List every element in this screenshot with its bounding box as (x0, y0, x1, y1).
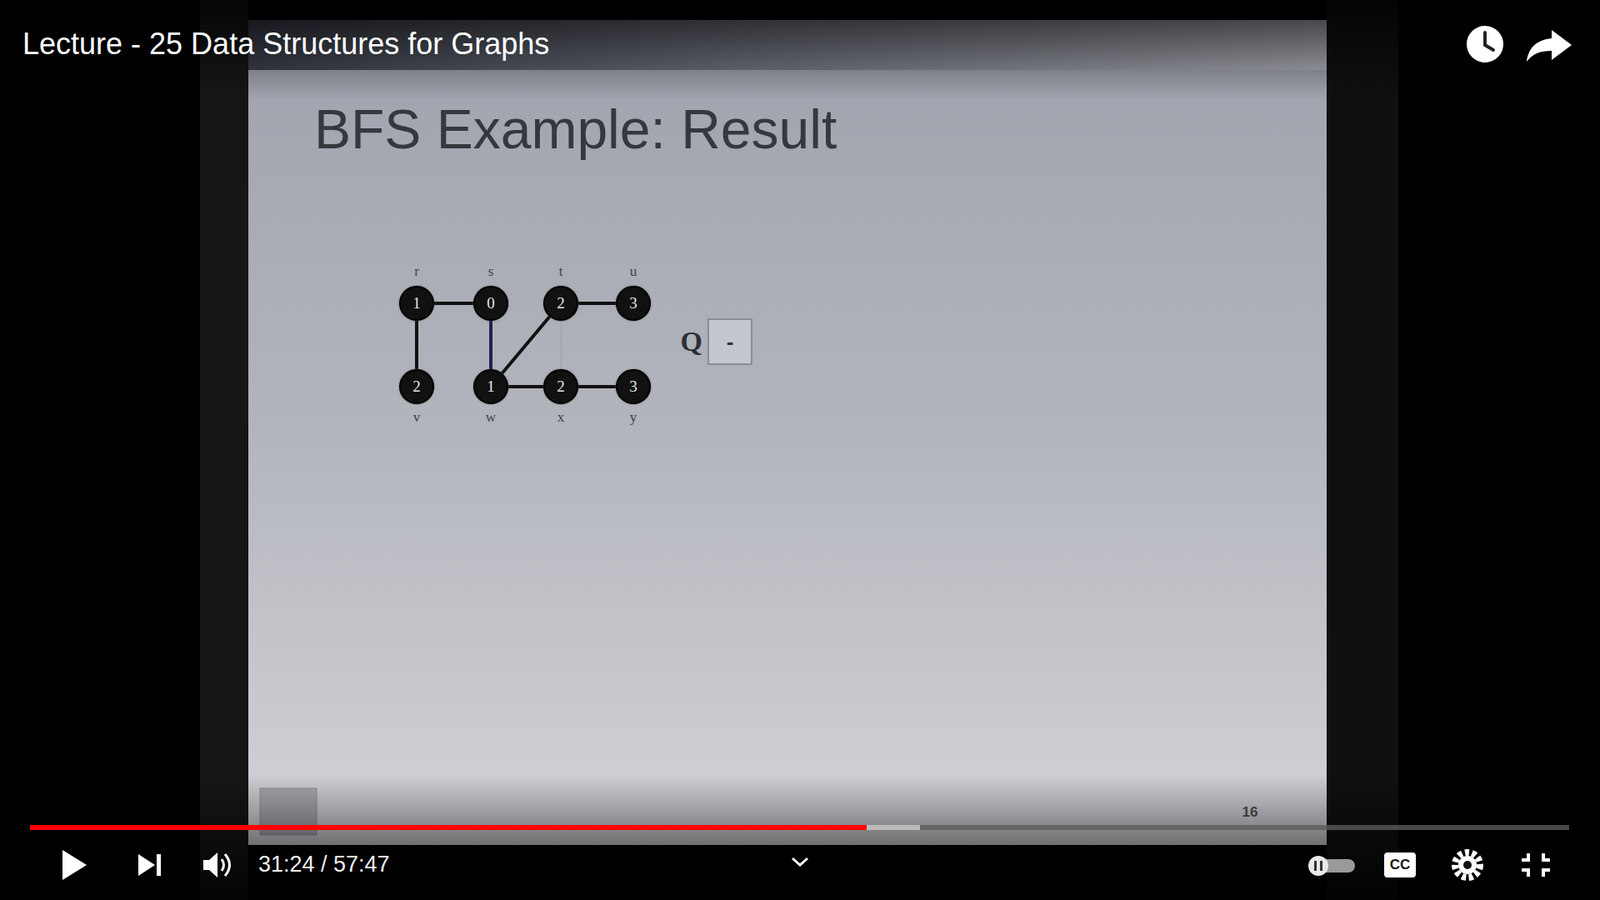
player-bottom-shade (0, 775, 1600, 900)
vertex-circle: s0 (473, 285, 509, 321)
progress-played (30, 825, 867, 830)
vertex-name: u (630, 264, 638, 280)
graph-edge (560, 320, 562, 370)
distance-number: 1 (412, 295, 421, 313)
distance-number: 3 (629, 378, 638, 396)
vertex-circle: r1 (399, 285, 435, 321)
vertex-name: w (485, 410, 496, 426)
vertex-circle: w1 (473, 369, 509, 405)
volume-button (203, 852, 230, 878)
autoplay-toggle (1308, 855, 1355, 876)
share-icon (1526, 30, 1572, 62)
captions-button (1384, 852, 1416, 878)
vertex-name: y (630, 410, 638, 426)
watch-later-icon (1466, 25, 1504, 63)
queue-content: - (726, 330, 735, 355)
graph-edge (489, 320, 493, 370)
graph-edge (508, 385, 544, 389)
vertex-name: x (557, 410, 565, 426)
vertex-name: s (488, 264, 495, 280)
play-button (62, 850, 87, 880)
graph-edge (415, 320, 419, 370)
graph-edge (578, 385, 616, 389)
distance-number: 2 (556, 295, 565, 313)
chevron-icon (792, 858, 808, 865)
distance-number: 2 (412, 378, 421, 396)
progress-track (30, 825, 1570, 830)
slide-title: BFS Example: Result (314, 99, 837, 160)
vertex-circle: x2 (543, 369, 579, 405)
distance-number: 3 (629, 295, 638, 313)
vertex-circle: y3 (615, 369, 651, 405)
distance-number: 1 (486, 378, 495, 396)
distance-number: 2 (556, 378, 565, 396)
vertex-name: r (414, 264, 420, 280)
video-side-strip (1326, 0, 1399, 900)
graph-edge (578, 301, 616, 305)
time-display: 31:24 / 57:47 (258, 852, 390, 878)
captions-text: CC (1390, 857, 1411, 874)
queue-box: Q- (707, 318, 753, 365)
queue-name: Q (680, 325, 703, 357)
vertex-circle: t2 (543, 285, 579, 321)
video-side-strip (200, 0, 249, 900)
player-top-shade (0, 0, 1600, 100)
vertex-circle: u3 (615, 285, 651, 321)
settings-gear (1455, 852, 1480, 878)
slide-number: 16 (1242, 805, 1259, 821)
vertex-circle: v2 (399, 369, 435, 405)
graph-edge (502, 316, 550, 374)
progress-buffered (866, 825, 920, 830)
slide-background (248, 20, 1327, 845)
vertex-name: v (413, 410, 421, 426)
distance-number: 0 (486, 295, 495, 313)
exit-fullscreen-icon (1521, 853, 1550, 877)
video-title: Lecture - 25 Data Structures for Graphs (22, 27, 550, 61)
graph-edge (434, 301, 474, 305)
vertex-name: t (559, 264, 564, 280)
next-button (138, 854, 161, 876)
